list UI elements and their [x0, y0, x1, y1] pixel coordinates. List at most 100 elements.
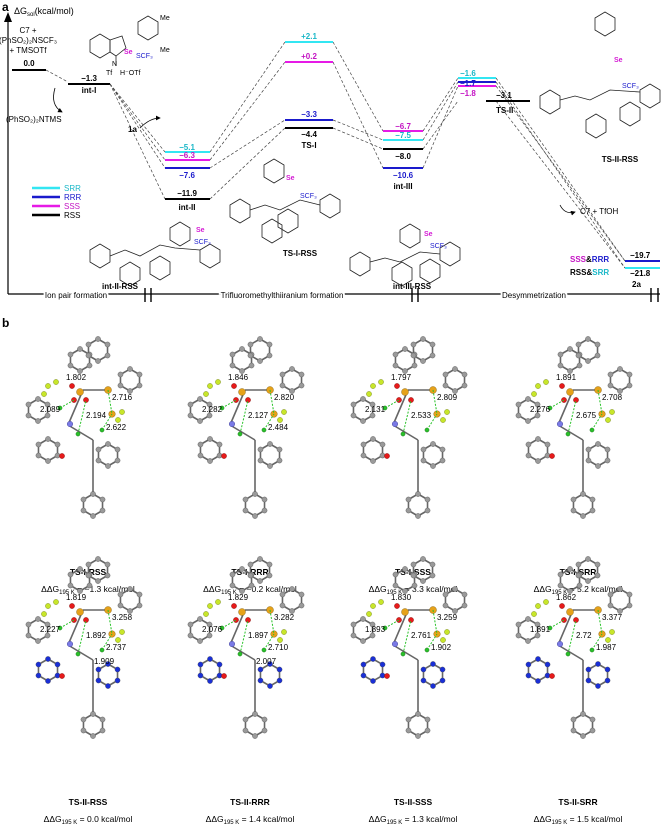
structure-energy: ΔΔG195 K = −0.2 kcal/mol — [203, 584, 297, 596]
int-ii-sss: −6.3 — [179, 151, 195, 160]
structure-energy: ΔΔG195 K = 5.2 kcal/mol — [534, 584, 623, 596]
label-2a: 2a — [632, 280, 641, 289]
structure-int-ii-rss: Se SCF₃ — [89, 221, 221, 287]
distance-label: 2.708 — [602, 393, 623, 402]
int-iii-rss: −8.0 — [395, 152, 411, 161]
reagent-1a: 1a — [128, 125, 137, 134]
ts-ii-rss: −3.1 — [496, 91, 512, 100]
svg-text:Se: Se — [286, 175, 295, 182]
connectors-a — [109, 41, 626, 269]
reactant-reagent: (PhSO₂)₂NSCF₃ — [0, 36, 57, 45]
distance-label: 3.282 — [274, 613, 295, 622]
y-axis-label: ΔGsol(kcal/mol) — [14, 6, 74, 18]
svg-text:Se: Se — [424, 231, 433, 238]
structure-name: TS-II-RRR — [230, 797, 270, 807]
product-value-a: −19.7 — [630, 251, 651, 260]
svg-text:N: N — [112, 61, 117, 68]
distance-label: 2.282 — [202, 405, 223, 414]
distance-label: 2.737 — [106, 643, 127, 652]
distance-label: 1.987 — [596, 643, 617, 652]
legend-rss: RSS — [64, 211, 80, 220]
ts-ii-rrr: −1.7 — [460, 79, 476, 88]
distance-label: 2.710 — [268, 643, 289, 652]
distance-label: 1.862 — [556, 593, 577, 602]
byproduct-label: (PhSO₂)₂NTMS — [6, 115, 62, 124]
distance-label: 3.258 — [112, 613, 133, 622]
distance-label: 3.259 — [437, 613, 458, 622]
svg-text:Desymmetrization: Desymmetrization — [502, 291, 566, 300]
structure-name: TS-II-SSS — [394, 797, 433, 807]
structure-ts-i-rrr: 1.846 2.820 2.282 2.127 2.484 — [187, 336, 305, 519]
reactant-tmsotf: + TMSOTf — [10, 46, 48, 55]
distance-label: 3.377 — [602, 613, 623, 622]
distance-label: 2.675 — [576, 411, 597, 420]
section-thiiranium: Trifluoromethylthiiranium formation — [221, 291, 344, 300]
levels-ts-ii — [458, 77, 530, 102]
distance-label: 2.622 — [106, 423, 127, 432]
svg-text:SCF₃: SCF₃ — [430, 243, 447, 250]
panel-b-label: b — [2, 316, 9, 330]
distance-label: 1.909 — [94, 657, 115, 666]
distance-label: 2.484 — [268, 423, 289, 432]
distance-label: 1.902 — [431, 643, 452, 652]
distance-label: 1.891 — [556, 373, 577, 382]
section-breaks — [144, 288, 659, 302]
distance-label: 2.716 — [112, 393, 133, 402]
section-desymmetrization: Desymmetrization — [502, 291, 566, 300]
structure-int-iii-rss: Se SCF₃ — [349, 223, 461, 287]
y-axis-arrow — [4, 12, 12, 22]
level-start-value: 0.0 — [23, 59, 35, 68]
ts-ii-sss: −1.8 — [460, 89, 476, 98]
distance-label: 1.846 — [228, 373, 249, 382]
int-ii-srr: −5.1 — [179, 143, 195, 152]
structure-energy: ΔΔG195 K = 1.4 kcal/mol — [206, 814, 295, 826]
distance-label: 2.194 — [86, 411, 107, 420]
svg-text:SCF₃: SCF₃ — [300, 193, 317, 200]
label-ts-ii-rss: TS-II-RSS — [602, 155, 639, 164]
svg-text:Me: Me — [160, 47, 170, 54]
svg-text:SCF₃: SCF₃ — [136, 53, 153, 60]
structure-ts-ii-rss: Se SCF₃ — [539, 11, 661, 139]
structure-grid: 1.8022.7162.0892.1942.622TS-I-RSSΔΔG195 … — [25, 336, 633, 826]
product-label-a: SSS&RRR — [570, 255, 609, 264]
levels-ts-i — [285, 41, 333, 129]
ts-i-rss: −4.4 — [301, 130, 317, 139]
structure-name: TS-II-SRR — [558, 797, 597, 807]
label-ts-i: TS-I — [301, 141, 316, 150]
distance-label: 1.829 — [228, 593, 249, 602]
ion-pair-structure: Se SCF₃ Me Me Tf H⁻OTf N — [89, 15, 170, 77]
distance-label: 2.820 — [274, 393, 295, 402]
distance-label: 1.830 — [391, 593, 412, 602]
svg-text:SCF₃: SCF₃ — [194, 239, 211, 246]
label-int-i: int-I — [82, 86, 97, 95]
svg-text:SCF₃: SCF₃ — [622, 83, 639, 90]
distance-label: 1.892 — [86, 631, 107, 640]
svg-text:Se: Se — [124, 49, 133, 56]
levels-int-ii — [165, 151, 210, 200]
int-ii-rss: −11.9 — [177, 189, 197, 198]
distance-label: 2.089 — [40, 405, 61, 414]
structure-energy: ΔΔG195 K = 1.5 kcal/mol — [534, 814, 623, 826]
distance-label: 2.131 — [365, 405, 386, 414]
svg-text:Ion pair formation: Ion pair formation — [45, 291, 107, 300]
structure-energy: ΔΔG195 K = 3.3 kcal/mol — [369, 584, 458, 596]
structure-name: TS-II-RSS — [69, 797, 108, 807]
structure-ts-i-srr: 1.891 2.708 2.276 2.675 — [515, 336, 633, 519]
distance-label: 2.276 — [530, 405, 551, 414]
levels-int-iii — [383, 130, 423, 169]
distance-label: 2.127 — [248, 411, 269, 420]
distance-label: 2.761 — [411, 631, 432, 640]
label-int-ii: int-II — [179, 203, 196, 212]
distance-label: 2.809 — [437, 393, 458, 402]
legend-sss: SSS — [64, 202, 80, 211]
distance-label: 1.819 — [66, 593, 87, 602]
int-ii-rrr: −7.6 — [179, 171, 195, 180]
svg-text:Tf: Tf — [106, 70, 112, 77]
